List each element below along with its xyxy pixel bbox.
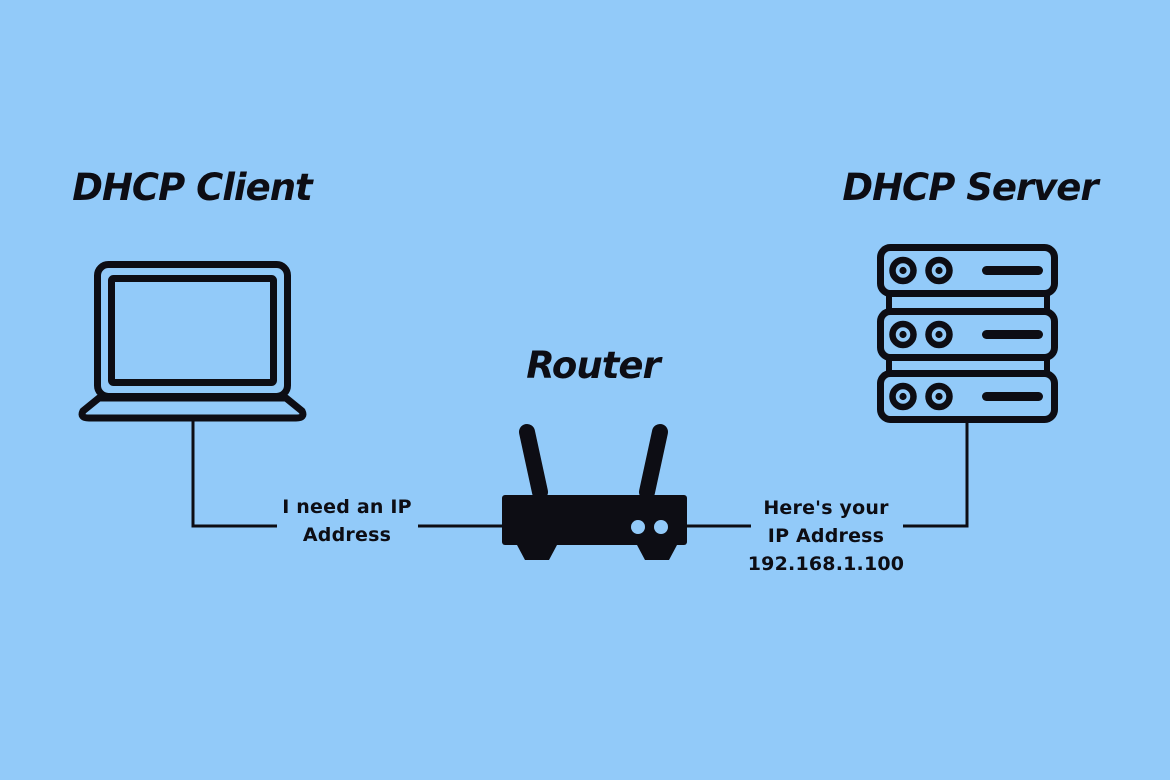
- server-drive-led-dot: [899, 392, 907, 401]
- server-drive-led-dot: [935, 266, 943, 275]
- server-vent-slot: [982, 266, 1043, 275]
- client-request-message: I need an IP Address: [282, 493, 412, 549]
- laptop-base: [78, 394, 307, 422]
- server-reply-message: Here's your IP Address 192.168.1.100: [748, 494, 904, 578]
- server-reply-line: 192.168.1.100: [747, 553, 905, 575]
- server-drive-led-dot: [935, 392, 943, 401]
- router-server-link-line: [687, 420, 969, 528]
- router-led-right: [654, 520, 668, 534]
- server-drive-led-icon: [925, 320, 953, 349]
- server-bay-2: [877, 308, 1058, 361]
- server-drive-led-icon: [925, 382, 953, 411]
- client-router-link-line: [191, 420, 502, 528]
- laptop-icon: [78, 261, 307, 422]
- router-antenna-left: [519, 424, 548, 500]
- server-drive-led-dot: [935, 330, 943, 339]
- router-icon: [502, 424, 687, 560]
- server-drive-led-icon: [889, 320, 917, 349]
- server-bay-3: [877, 370, 1058, 423]
- server-drive-led-icon: [889, 382, 917, 411]
- server-drive-led-icon: [889, 256, 917, 285]
- server-bay-1: [877, 244, 1058, 297]
- server-vent-slot: [982, 392, 1043, 401]
- router-foot-left: [517, 545, 557, 560]
- laptop-lid: [94, 261, 291, 400]
- server-node-title: DHCP Server: [842, 166, 1098, 209]
- server-reply-line: IP Address: [767, 525, 885, 547]
- server-vent-slot: [982, 330, 1043, 339]
- router-node-title: Router: [526, 344, 660, 387]
- server-reply-line: Here's your: [763, 497, 889, 519]
- server-drive-led-dot: [899, 266, 907, 275]
- server-drive-led-dot: [899, 330, 907, 339]
- server-icon: [877, 244, 1058, 423]
- router-foot-right: [637, 545, 677, 560]
- router-body: [502, 495, 687, 545]
- client-request-line: Address: [302, 524, 392, 546]
- laptop-screen: [108, 275, 277, 386]
- router-led-left: [631, 520, 645, 534]
- client-request-line: I need an IP: [282, 496, 412, 518]
- client-node-title: DHCP Client: [72, 166, 312, 209]
- router-antenna-right: [639, 424, 668, 500]
- server-drive-led-icon: [925, 256, 953, 285]
